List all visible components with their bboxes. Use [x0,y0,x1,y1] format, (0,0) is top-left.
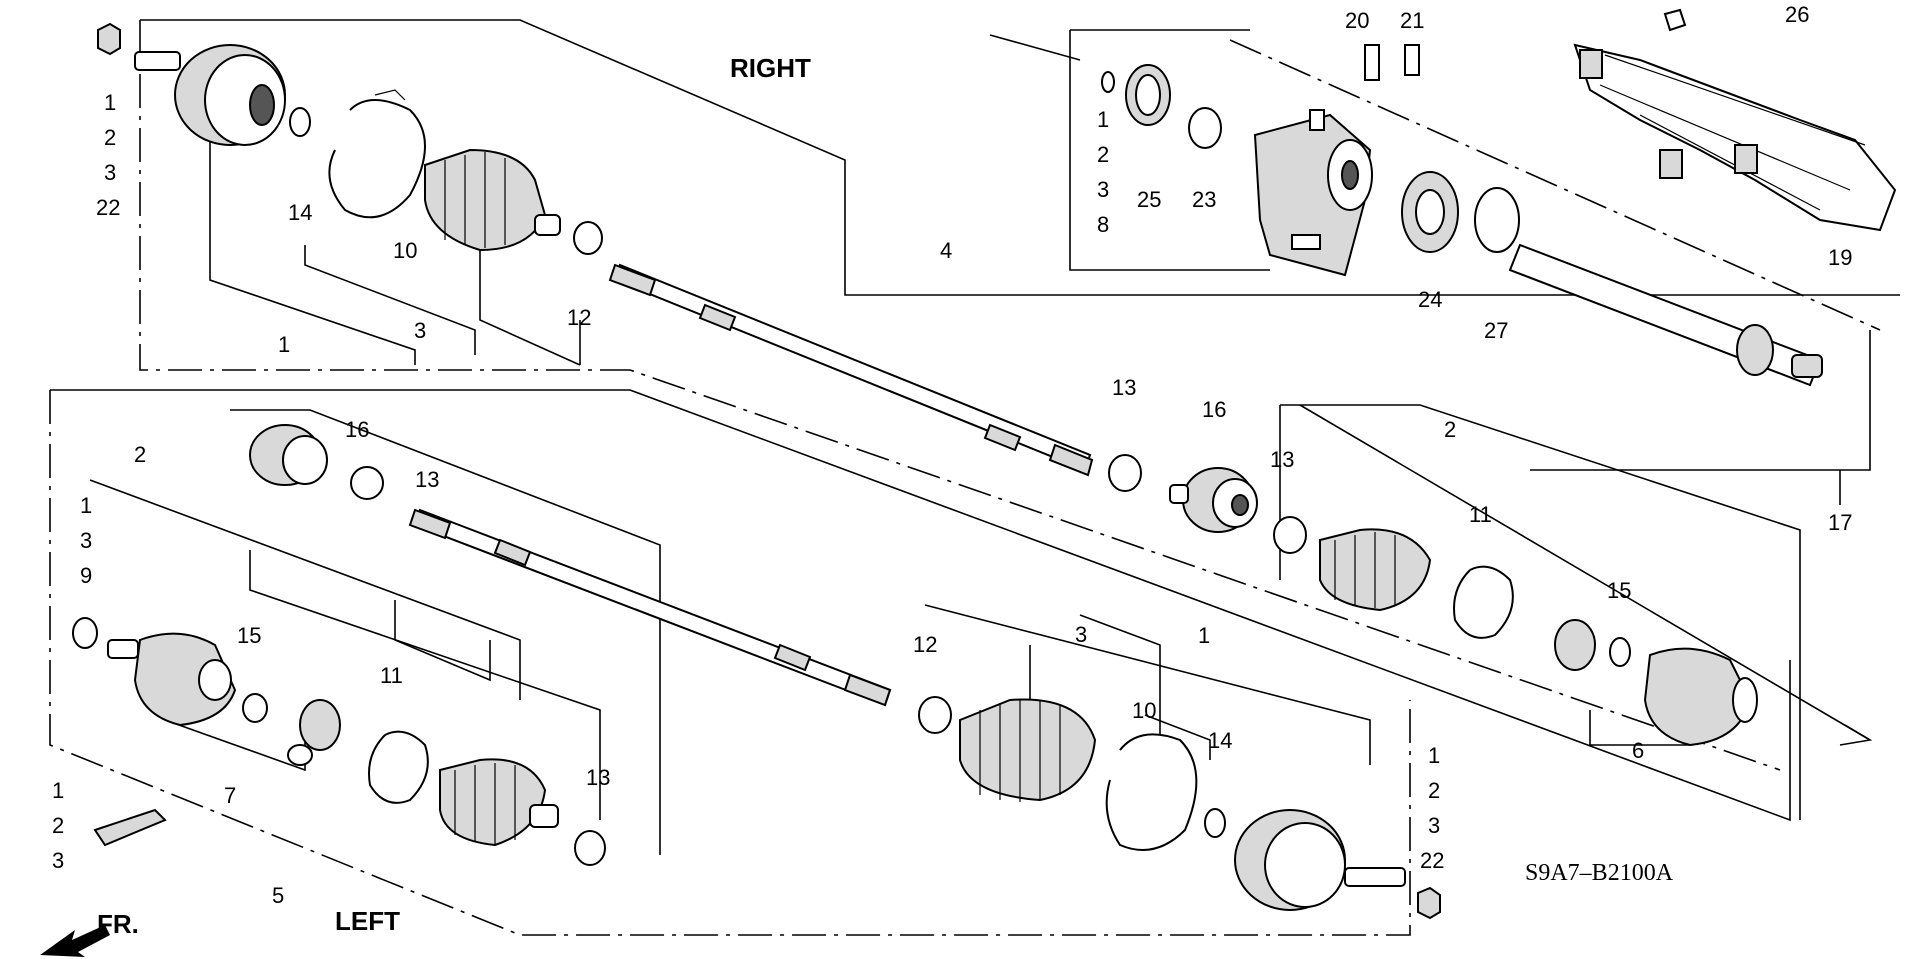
right-band-13 [1108,454,1142,492]
callout-3: 3 [80,528,92,553]
callout-2: 2 [1428,778,1440,803]
heading-right: RIGHT [730,53,811,83]
callout-2: 2 [1097,142,1109,167]
callout-17: 17 [1828,510,1852,535]
left-band-13b [574,830,606,866]
callout-2: 2 [104,125,116,150]
left-clip-15 [242,693,268,723]
callout-3: 3 [414,318,426,343]
callout-13: 13 [1112,375,1136,400]
left-outboard-joint [1234,809,1441,920]
right-shaft-4 [608,263,1094,477]
left-band-11 [368,730,429,804]
callout-20: 20 [1345,8,1369,33]
callout-2: 2 [1444,417,1456,442]
callout-12: 12 [567,305,591,330]
callout-1: 1 [1428,743,1440,768]
callout-3: 3 [52,848,64,873]
callout-7: 7 [224,783,236,808]
diagram-code: S9A7–B2100A [1525,860,1674,886]
callout-19: 19 [1828,245,1852,270]
callout-24: 24 [1418,287,1442,312]
intermediate-shaft-17 [1508,243,1823,387]
grease-tube [93,808,167,847]
right-damper-16 [1169,467,1258,533]
callout-27: 27 [1484,318,1508,343]
callout-16: 16 [345,417,369,442]
callout-3: 3 [1428,813,1440,838]
callout-10: 10 [393,238,417,263]
callout-1: 1 [1097,107,1109,132]
bracket-parts [1101,44,1520,277]
right-inner-boot [1319,528,1432,612]
callout-14: 14 [1208,728,1232,753]
right-tripod-15 [1554,619,1631,671]
callout-1: 1 [104,90,116,115]
callout-13: 13 [1270,447,1294,472]
callout-12: 12 [913,632,937,657]
callout-14: 14 [288,200,312,225]
left-outer-boot [959,698,1097,802]
frame-lines [49,19,1900,936]
callout-26: 26 [1785,2,1809,27]
left-band-12 [918,696,952,734]
callout-2: 2 [134,442,146,467]
callout-8: 8 [1097,212,1109,237]
callout-6: 6 [1632,738,1644,763]
right-band-10 [328,89,426,219]
callout-2: 2 [52,813,64,838]
left-inner-boot [439,758,559,847]
heading-left: LEFT [335,906,400,936]
callout-1: 1 [80,493,92,518]
callout-25: 25 [1137,187,1161,212]
callout-3: 3 [1097,177,1109,202]
left-band-10 [1105,733,1198,851]
left-shaft [408,508,892,707]
callout-13: 13 [415,467,439,492]
callout-22: 22 [96,195,120,220]
callout-22: 22 [1420,848,1444,873]
right-boot-3 [424,148,561,252]
right-band-13b [1273,516,1307,554]
callout-13: 13 [586,765,610,790]
callout-16: 16 [1202,397,1226,422]
callout-11: 11 [380,663,403,688]
callout-3: 3 [104,160,116,185]
callout-1: 1 [278,332,290,357]
front-label: FR. [97,909,139,939]
callout-5: 5 [272,883,284,908]
right-band-11 [1453,565,1514,639]
left-clip [72,617,98,649]
callout-15: 15 [1607,578,1631,603]
right-joint-6 [1643,647,1758,747]
callout-3: 3 [1075,622,1087,647]
callout-10: 10 [1132,698,1156,723]
left-clip-14 [1204,808,1226,838]
callout-15: 15 [237,623,261,648]
callout-1: 1 [1198,623,1210,648]
left-tripod [287,699,341,766]
left-damper-16 [249,424,328,486]
front-arrow-icon [40,925,110,957]
right-outboard-joint [97,22,311,146]
right-band-12 [573,221,603,255]
callout-11: 11 [1469,502,1492,527]
left-band-13 [350,466,384,500]
callout-1: 1 [52,778,64,803]
callout-21: 21 [1400,8,1424,33]
callout-4: 4 [940,238,952,263]
heat-shield-19 [1573,8,1897,232]
left-joint-7 [107,632,237,727]
callout-23: 23 [1192,187,1216,212]
callout-9: 9 [80,563,92,588]
